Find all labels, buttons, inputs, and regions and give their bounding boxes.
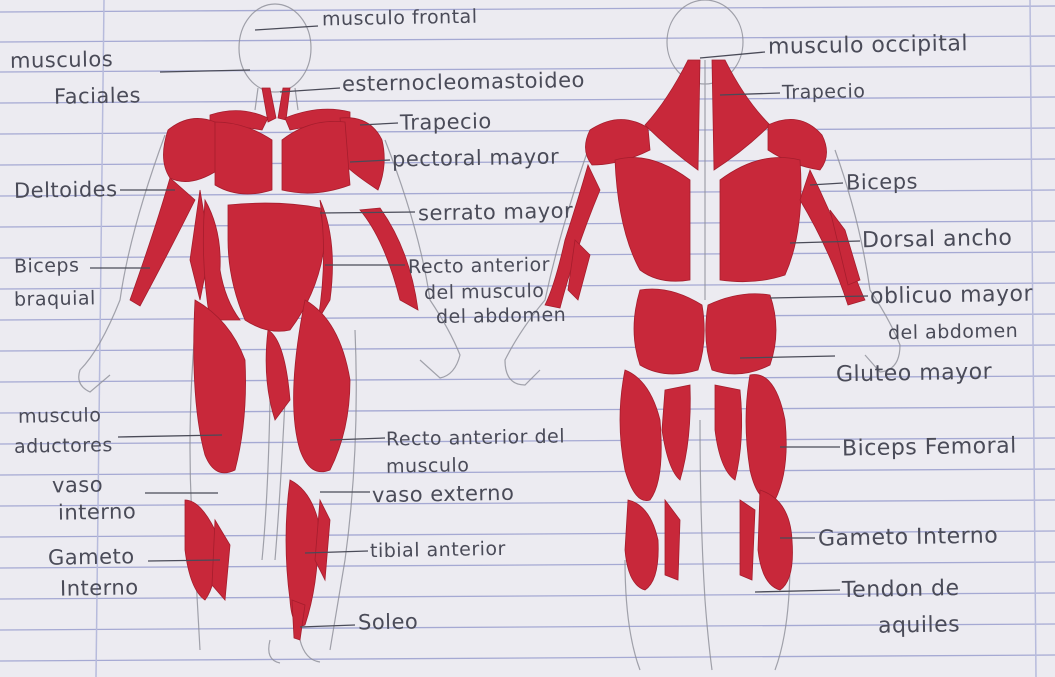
- label-tendon-de: Tendon de: [842, 577, 960, 603]
- label-trapecio-back: Trapecio: [782, 79, 866, 104]
- label-trapecio-front: Trapecio: [400, 109, 492, 135]
- label-biceps-back: Biceps: [846, 169, 918, 194]
- label-dorsal-ancho: Dorsal ancho: [862, 227, 1013, 254]
- label-gameto-interno: Interno: [60, 575, 139, 600]
- label-vaso-externo: vaso externo: [372, 481, 515, 507]
- label-biceps-femoral: Biceps Femoral: [842, 434, 1017, 461]
- label-tibial-anterior: tibial anterior: [370, 537, 506, 563]
- label-aductores: aductores: [14, 433, 113, 459]
- label-recto-anterior: Recto anterior: [408, 253, 550, 279]
- label-vaso: vaso: [52, 473, 104, 498]
- label-esternocleidomastoideo: esternocleomastoideo: [342, 68, 585, 96]
- label-interno: interno: [58, 499, 137, 524]
- label-gluteo-mayor: Gluteo mayor: [836, 361, 993, 388]
- label-recto-del-musculo: del musculo: [424, 279, 545, 305]
- label-deltoides: Deltoides: [14, 177, 118, 203]
- margin-line-right: [1030, 0, 1036, 677]
- label-recto-del-abdomen: del abdomen: [436, 303, 567, 329]
- label-faciales: Faciales: [54, 83, 141, 109]
- label-musculo-occipital: musculo occipital: [768, 32, 968, 59]
- label-oblicuo-del-abdomen: del abdomen: [888, 319, 1019, 345]
- label-biceps: Biceps: [14, 253, 80, 278]
- label-musculo-frontal: musculo frontal: [322, 5, 478, 32]
- label-recto-musculo: musculo: [386, 453, 470, 478]
- label-musculos: musculos: [10, 47, 114, 73]
- label-serrato-mayor: serrato mayor: [418, 199, 574, 226]
- label-soleo: Soleo: [358, 609, 419, 634]
- label-pectoral-mayor: pectoral mayor: [392, 145, 560, 172]
- label-recto-anterior-del: Recto anterior del: [386, 424, 565, 451]
- label-braquial: braquial: [14, 286, 96, 311]
- label-aquiles: aquiles: [878, 613, 961, 638]
- label-gameto: Gameto: [48, 544, 135, 570]
- label-musculo-aductores: musculo: [18, 403, 102, 428]
- label-gameto-interno-back: Gameto Interno: [818, 524, 999, 551]
- label-oblicuo-mayor: oblicuo mayor: [870, 283, 1033, 310]
